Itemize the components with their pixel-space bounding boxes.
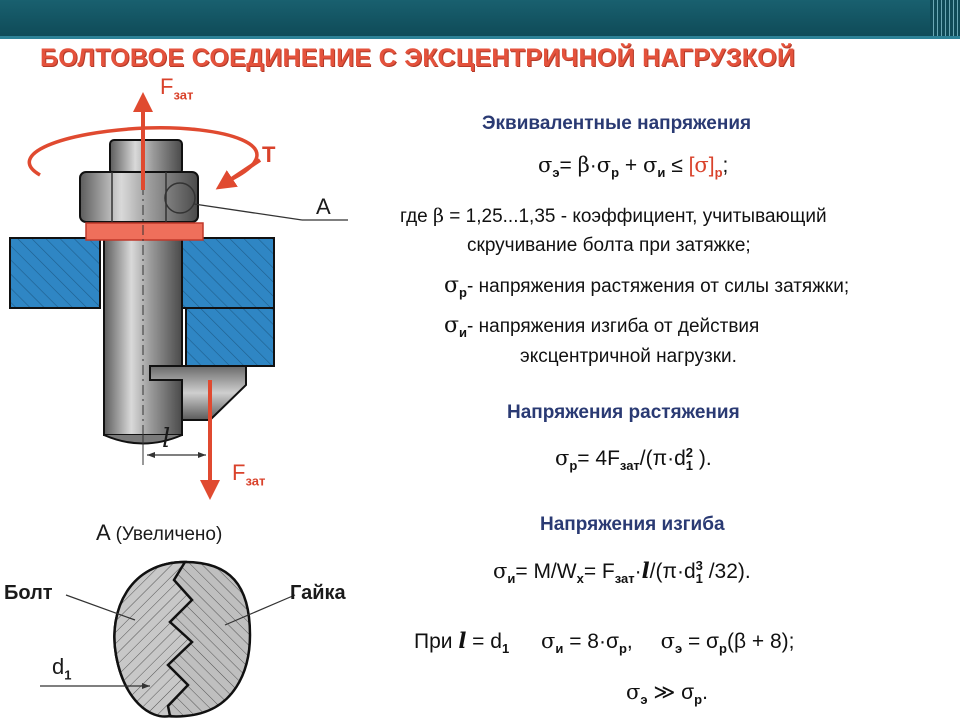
sigma-i-description-2: эксцентричной нагрузки. [520, 346, 737, 367]
bolt-diagram-svg [9, 92, 348, 718]
nut-leader [224, 594, 296, 626]
nut [79, 139, 199, 223]
top-rule [0, 36, 960, 39]
washer [85, 222, 204, 241]
bolt-diagram: Fзат T A l Fзат A (Увеличено) Болт Гайка… [0, 74, 400, 720]
torque-arc [27, 125, 259, 182]
special-case-formula: При l = d1 σи = 8·σр, σэ = σр(β + 8); [414, 628, 795, 657]
final-relation: σэ ≫ σр. [626, 680, 708, 708]
top-bar-edge-stripes [930, 0, 960, 36]
detail-label: A [316, 194, 331, 219]
upper-plate [9, 237, 275, 309]
formulas-panel: Эквивалентные напряжения σэ= β·σр + σи ≤… [390, 100, 960, 720]
torque-arrow [215, 158, 262, 190]
d1-label: d1 [52, 654, 72, 683]
detail-leader [193, 203, 303, 221]
where-line-1: где β = 1,25...1,35 - коэффициент, учиты… [400, 205, 827, 227]
force-label-top: Fзат [160, 74, 194, 103]
lower-plate [185, 307, 275, 367]
nut-label: Гайка [290, 582, 346, 604]
bolt-head [149, 365, 247, 421]
lever-label: l [162, 424, 171, 454]
bolt-leader [65, 594, 136, 621]
force-label-bottom: Fзат [232, 460, 266, 489]
equivalent-formula: σэ= β·σр + σи ≤ [σ]р; [538, 153, 729, 181]
detail-circle [164, 182, 196, 214]
where-line-2: скручивание болта при затяжке; [467, 235, 751, 256]
slide-title: БОЛТОВОЕ СОЕДИНЕНИЕ С ЭКСЦЕНТРИЧНОЙ НАГР… [40, 44, 796, 72]
bending-heading: Напряжения изгиба [540, 514, 725, 535]
thread-section [113, 560, 252, 718]
torque-label: T [262, 142, 276, 167]
sigma-p-description: σр- напряжения растяжения от силы затяжк… [444, 273, 850, 300]
equivalent-heading: Эквивалентные напряжения [482, 113, 752, 134]
bolt-label: Болт [4, 582, 53, 604]
sigma-i-description-1: σи- напряжения изгиба от действия [444, 313, 760, 340]
tension-heading: Напряжения растяжения [507, 402, 740, 423]
top-bar [0, 0, 960, 36]
zoom-title: A (Увеличено) [96, 520, 223, 545]
